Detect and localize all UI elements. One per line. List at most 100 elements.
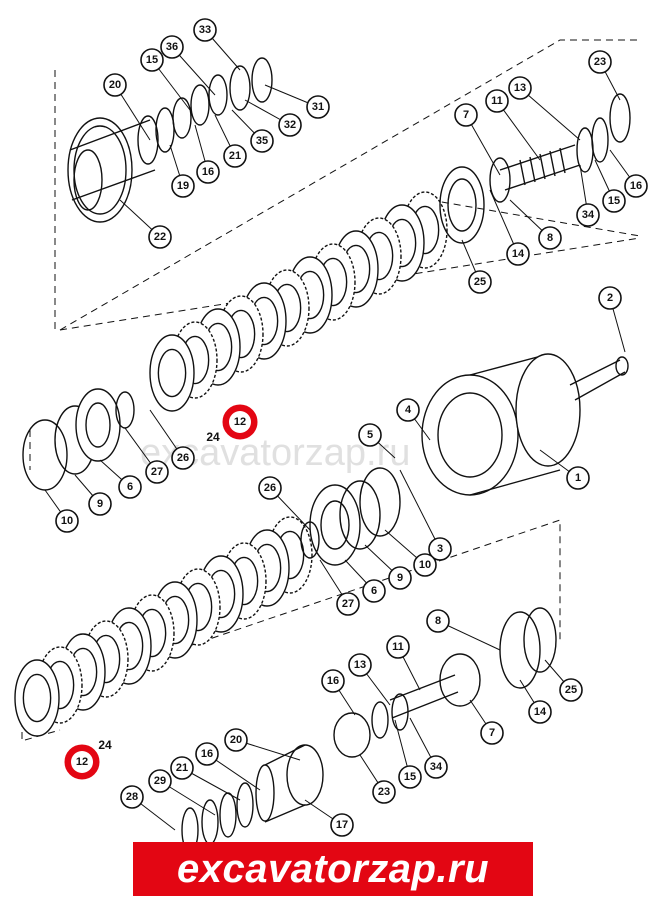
callout-number: 8 [547,232,553,244]
callout-circle [170,756,194,780]
highlight-inner [71,751,93,773]
callout-circle [321,669,345,693]
part-callout-15: 15 [398,765,422,789]
part-callout-19: 19 [171,174,195,198]
callout-number: 27 [151,466,163,478]
callout-circle [508,76,532,100]
callout-circle [223,144,247,168]
callout-number: 22 [154,231,166,243]
part-callout-6: 6 [362,579,386,603]
part-label-24: 24 [206,430,220,444]
callout-circle [485,89,509,113]
callout-number: 25 [474,276,486,288]
callout-leader-line [519,87,581,141]
callout-number: 3 [437,543,443,555]
part-callout-9: 9 [388,566,412,590]
lower-clutch-disc-stack [14,516,313,737]
callout-number: 6 [127,481,133,493]
callout-number: 29 [154,775,166,787]
callout-circle [426,609,450,633]
part-callout-11: 11 [386,635,410,659]
callout-number: 20 [109,79,121,91]
part-callout-15: 15 [140,48,164,72]
callout-circle [480,721,504,745]
callout-circle [145,460,169,484]
callout-circle [424,755,448,779]
highlight-number: 12 [234,416,246,428]
part-callout-2: 2 [598,286,622,310]
part-callout-20: 20 [224,728,248,752]
callout-number: 14 [534,706,547,718]
callout-number: 11 [491,95,503,107]
highlight-number: 12 [76,756,88,768]
callout-circle [306,95,330,119]
callout-number: 10 [419,559,431,571]
callout-number: 2 [607,292,613,304]
callout-number: 15 [608,195,620,207]
callout-circle [103,73,127,97]
part-callout-27: 27 [145,460,169,484]
callout-circle [598,286,622,310]
callout-number: 23 [378,786,390,798]
callout-number: 35 [256,135,268,147]
callout-circle [250,129,274,153]
part-callout-16: 16 [195,742,219,766]
callout-number: 26 [264,482,276,494]
site-banner[interactable]: excavatorzap.ru [133,842,533,896]
part-callout-33: 33 [193,18,217,42]
callout-circle [624,174,648,198]
part-callout-23: 23 [372,780,396,804]
callout-circle [118,475,142,499]
callout-circle [559,678,583,702]
highlight-inner [229,411,251,433]
callout-number: 16 [630,180,642,192]
callout-number: 14 [512,248,525,260]
part-callout-22: 22 [148,225,172,249]
callout-circle [566,466,590,490]
callout-circle [140,48,164,72]
callout-number: 21 [229,150,241,162]
callout-number: 19 [177,180,189,192]
part-callout-9: 9 [88,492,112,516]
part-callout-16: 16 [624,174,648,198]
callout-circle [398,765,422,789]
callout-circle [538,226,562,250]
part-callout-26: 26 [258,476,282,500]
callout-number: 34 [430,761,443,773]
part-callout-1: 1 [566,466,590,490]
part-callout-14: 14 [506,242,530,266]
pistons [22,388,401,566]
callout-circle [454,103,478,127]
callout-number: 32 [284,119,296,131]
part-callout-4: 4 [396,398,420,422]
callout-circle [196,160,220,184]
part-callout-3: 3 [428,537,452,561]
callout-circle [336,592,360,616]
part-callout-25: 25 [468,270,492,294]
clutch-housing [421,353,629,496]
callout-circle [330,813,354,837]
part-callout-31: 31 [306,95,330,119]
part-callout-32: 32 [278,113,302,137]
part-callout-36: 36 [160,35,184,59]
callout-number: 7 [489,727,495,739]
part-label-24: 24 [98,738,112,752]
callout-number: 16 [327,675,339,687]
callout-circle [396,398,420,422]
highlighted-callout-12: 12 [64,744,100,780]
callout-circle [388,566,412,590]
steel-plate [14,659,60,737]
callout-circle [468,270,492,294]
steel-plate [149,334,195,412]
callout-number: 27 [342,598,354,610]
callout-number: 9 [97,498,103,510]
part-callout-21: 21 [223,144,247,168]
part-callout-13: 13 [508,76,532,100]
callout-circle [258,476,282,500]
callout-circle [171,446,195,470]
callout-number: 5 [367,429,373,441]
callout-number: 31 [312,101,324,113]
part-callout-15: 15 [602,189,626,213]
callout-circle [576,203,600,227]
